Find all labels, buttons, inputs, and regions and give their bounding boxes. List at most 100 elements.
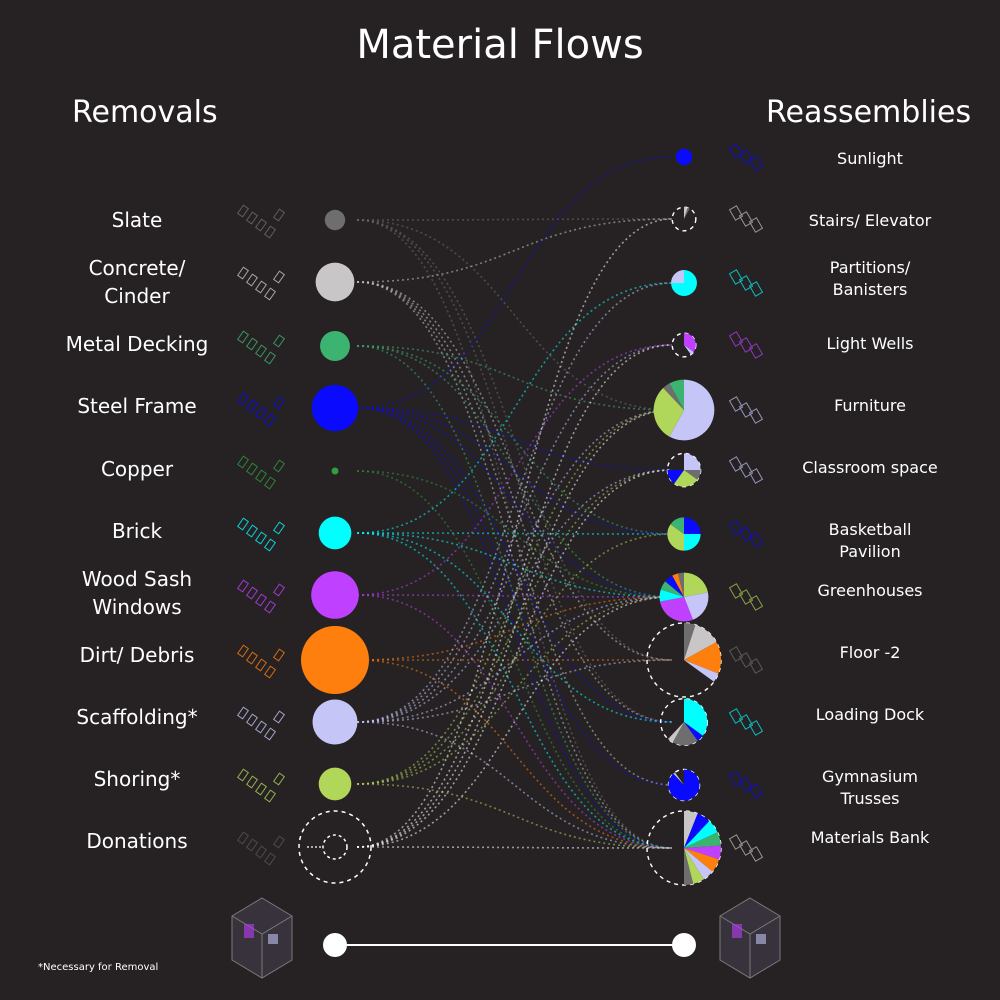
donations-outer-node bbox=[298, 810, 372, 884]
flow-scaffold-to-bank bbox=[356, 721, 673, 849]
reassembly-slice-furniture-2 bbox=[663, 383, 684, 410]
removal-label-steel: Steel Frame bbox=[77, 394, 197, 418]
reassembly-slice-furniture-1 bbox=[653, 387, 684, 437]
reassembly-slice-stairs-1 bbox=[684, 207, 690, 219]
reassembly-node-classroom bbox=[666, 452, 702, 488]
reassembly-node-gym bbox=[667, 768, 701, 802]
reassembly-label-gym: Gymnasium Trusses bbox=[822, 767, 918, 808]
reassembly-node-stairs bbox=[671, 206, 697, 232]
reassembly-label-greenhouses: Greenhouses bbox=[817, 581, 923, 600]
donations-inner-node bbox=[322, 834, 348, 860]
reassembly-thumbnail-furniture bbox=[728, 396, 764, 424]
reassembly-slice-greenhouses-0 bbox=[684, 572, 708, 597]
removal-label-wood: Wood Sash Windows bbox=[81, 567, 193, 619]
reassembly-thumbnail-floor2 bbox=[728, 646, 764, 674]
flow-copper-to-greenhouses bbox=[356, 470, 673, 598]
removal-node-copper bbox=[331, 467, 339, 475]
removal-thumbnail-copper bbox=[236, 455, 286, 490]
reassembly-label-floor2: Floor -2 bbox=[839, 643, 901, 662]
reassembly-node-greenhouses bbox=[659, 572, 709, 622]
reassembly-slice-classroom-2 bbox=[674, 470, 698, 487]
removal-thumbnail-wood bbox=[236, 579, 286, 614]
flow-donations-to-classroom bbox=[356, 469, 673, 848]
flow-wood-to-lightwells bbox=[356, 344, 673, 596]
reassembly-label-classroom: Classroom space bbox=[802, 458, 938, 477]
reassembly-thumbnail-stairs bbox=[728, 205, 764, 233]
reassembly-slice-greenhouses-3 bbox=[659, 589, 684, 602]
reassembly-slice-stairs-0 bbox=[684, 207, 688, 219]
flow-scaffold-to-lightwells bbox=[356, 344, 673, 723]
removal-node-steel bbox=[311, 384, 359, 432]
reassembly-thumbnail-basketball bbox=[728, 520, 764, 548]
flow-scaffold-to-partitions bbox=[356, 282, 673, 723]
reassembly-label-partitions: Partitions/ Banisters bbox=[829, 258, 911, 299]
removal-thumbnail-slate bbox=[236, 204, 286, 239]
reassembly-slice-loading-1 bbox=[684, 722, 703, 741]
removal-node-metal bbox=[320, 331, 350, 361]
flow-metal-to-furniture bbox=[356, 345, 673, 411]
flow-brick-to-partitions bbox=[356, 282, 673, 534]
reassembly-slice-basketball-1 bbox=[684, 534, 701, 551]
removal-thumbnail-dirt bbox=[236, 644, 286, 679]
page-title: Material Flows bbox=[356, 22, 644, 68]
removal-label-slate: Slate bbox=[111, 208, 163, 232]
reassembly-slice-bank-0 bbox=[684, 811, 698, 848]
reassembly-slice-sunlight-0 bbox=[675, 148, 693, 166]
removal-label-copper: Copper bbox=[100, 457, 174, 481]
reassembly-slice-bank-5 bbox=[684, 848, 720, 872]
reassembly-slice-gym-1 bbox=[673, 772, 684, 785]
reassembly-slice-greenhouses-7 bbox=[677, 572, 684, 597]
reassembly-slice-bank-1 bbox=[684, 813, 710, 848]
reassembly-node-floor2 bbox=[646, 622, 722, 698]
building-before-icon bbox=[231, 897, 293, 979]
reassembly-label-stairs: Stairs/ Elevator bbox=[808, 211, 932, 230]
flow-lines bbox=[356, 156, 673, 849]
footnote: *Necessary for Removal bbox=[38, 962, 159, 973]
reassembly-slice-floor2-0 bbox=[684, 623, 696, 660]
reassembly-label-bank: Materials Bank bbox=[810, 828, 930, 847]
removal-thumbnail-shoring bbox=[236, 768, 286, 803]
removal-node-concrete bbox=[315, 262, 355, 302]
removal-label-concrete: Concrete/ Cinder bbox=[88, 256, 186, 308]
removal-label-donations: Donations bbox=[86, 829, 188, 853]
reassembly-slice-bank-2 bbox=[684, 821, 718, 848]
reassembly-node-basketball bbox=[667, 517, 701, 551]
removal-thumbnail-donations bbox=[236, 831, 286, 866]
flow-steel-to-classroom bbox=[356, 407, 673, 471]
reassembly-node-bank bbox=[646, 810, 722, 886]
flow-steel-to-sunlight bbox=[356, 156, 673, 409]
reassemblies-heading: Reassemblies bbox=[766, 95, 972, 130]
reassembly-slice-greenhouses-6 bbox=[672, 573, 684, 597]
reassembly-slice-greenhouses-4 bbox=[660, 581, 684, 597]
flow-brick-to-basketball bbox=[356, 532, 673, 535]
reassembly-label-furniture: Furniture bbox=[834, 396, 906, 415]
removals-heading: Removals bbox=[72, 95, 218, 130]
flow-steel-to-basketball bbox=[356, 407, 673, 535]
removal-thumbnail-scaffold bbox=[236, 706, 286, 741]
flow-steel-to-gym bbox=[356, 407, 673, 786]
reassembly-node-furniture bbox=[653, 379, 715, 441]
reassembly-thumbnail-partitions bbox=[728, 269, 764, 297]
reassembly-slice-bank-8 bbox=[684, 848, 694, 885]
removal-node-slate bbox=[324, 209, 346, 231]
reassembly-slice-basketball-2 bbox=[667, 524, 684, 551]
reassembly-slice-greenhouses-5 bbox=[665, 575, 684, 597]
flow-metal-to-basketball bbox=[356, 345, 673, 535]
timeline-start-handle[interactable] bbox=[323, 933, 347, 957]
removal-node-scaffold bbox=[312, 699, 358, 745]
reassembly-slice-greenhouses-1 bbox=[684, 592, 709, 620]
reassembly-slice-lightwells-0 bbox=[684, 333, 696, 352]
removal-label-metal: Metal Decking bbox=[65, 332, 209, 356]
reassembly-label-loading: Loading Dock bbox=[815, 705, 925, 724]
flow-donations-to-bank bbox=[356, 846, 673, 849]
removal-label-shoring: Shoring* bbox=[93, 767, 181, 791]
removal-label-scaffold: Scaffolding* bbox=[76, 705, 198, 729]
timeline-end-handle[interactable] bbox=[672, 933, 696, 957]
flow-donations-to-greenhouses bbox=[356, 596, 673, 848]
reassembly-slice-floor2-2 bbox=[684, 642, 721, 674]
reassembly-slice-loading-2 bbox=[672, 722, 698, 746]
reassembly-slice-partitions-1 bbox=[671, 270, 684, 283]
reassembly-slice-furniture-3 bbox=[669, 379, 684, 410]
reassembly-label-lightwells: Light Wells bbox=[826, 334, 914, 353]
